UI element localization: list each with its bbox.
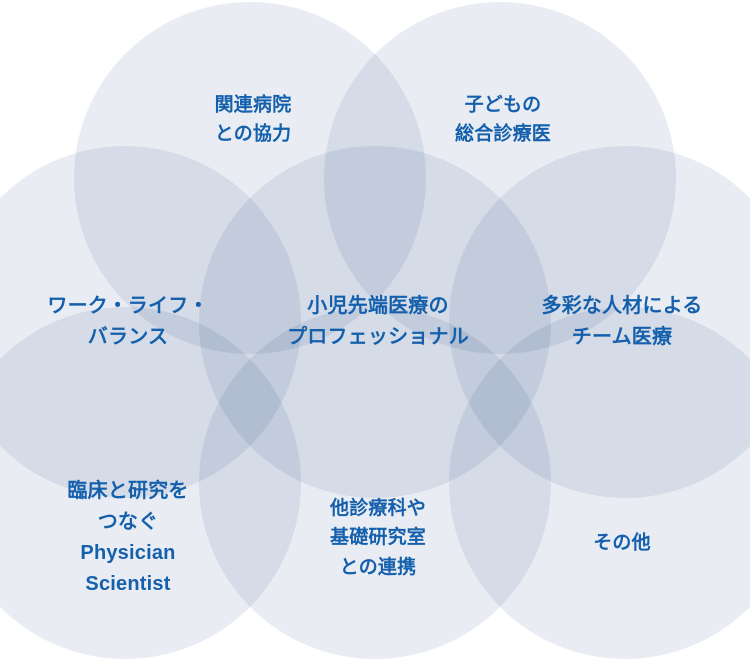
label-line: チーム医療 [571,326,673,348]
label-line: Physician [80,542,176,564]
label-line: 子どもの [464,94,542,116]
label-line: 関連病院 [214,94,292,116]
label-line: ワーク・ライフ・ [47,295,209,317]
label-line: との連携 [339,556,417,578]
circle-label-childrens-general-physician: 子どもの総合診療医 [455,91,551,150]
label-line: 小児先端医療の [307,295,449,317]
label-line: 臨床と研究を [67,480,189,502]
label-line: Scientist [85,573,171,595]
label-line: 多彩な人材による [541,295,703,317]
circle-label-collaboration-other-departments: 他診療科や基礎研究室との連携 [330,494,426,582]
circle-label-work-life-balance: ワーク・ライフ・バランス [47,291,208,353]
label-line: 他診療科や [329,497,427,519]
label-line: その他 [593,532,651,554]
circle-label-others: その他 [593,528,651,557]
label-line: プロフェッショナル [287,326,469,348]
label-line: バランス [87,326,169,348]
label-line: 基礎研究室 [329,527,427,549]
label-line: 総合診療医 [454,124,552,145]
circle-label-related-hospital-cooperation: 関連病院との協力 [215,91,292,150]
circle-label-team-medicine-diverse-talent: 多彩な人材によるチーム医療 [542,291,703,353]
label-line: との協力 [214,124,292,145]
circle-label-pediatric-advanced-medicine-professional: 小児先端医療のプロフェッショナル [287,291,469,353]
venn-circle-others [449,307,750,659]
label-line: つなぐ [97,511,159,533]
